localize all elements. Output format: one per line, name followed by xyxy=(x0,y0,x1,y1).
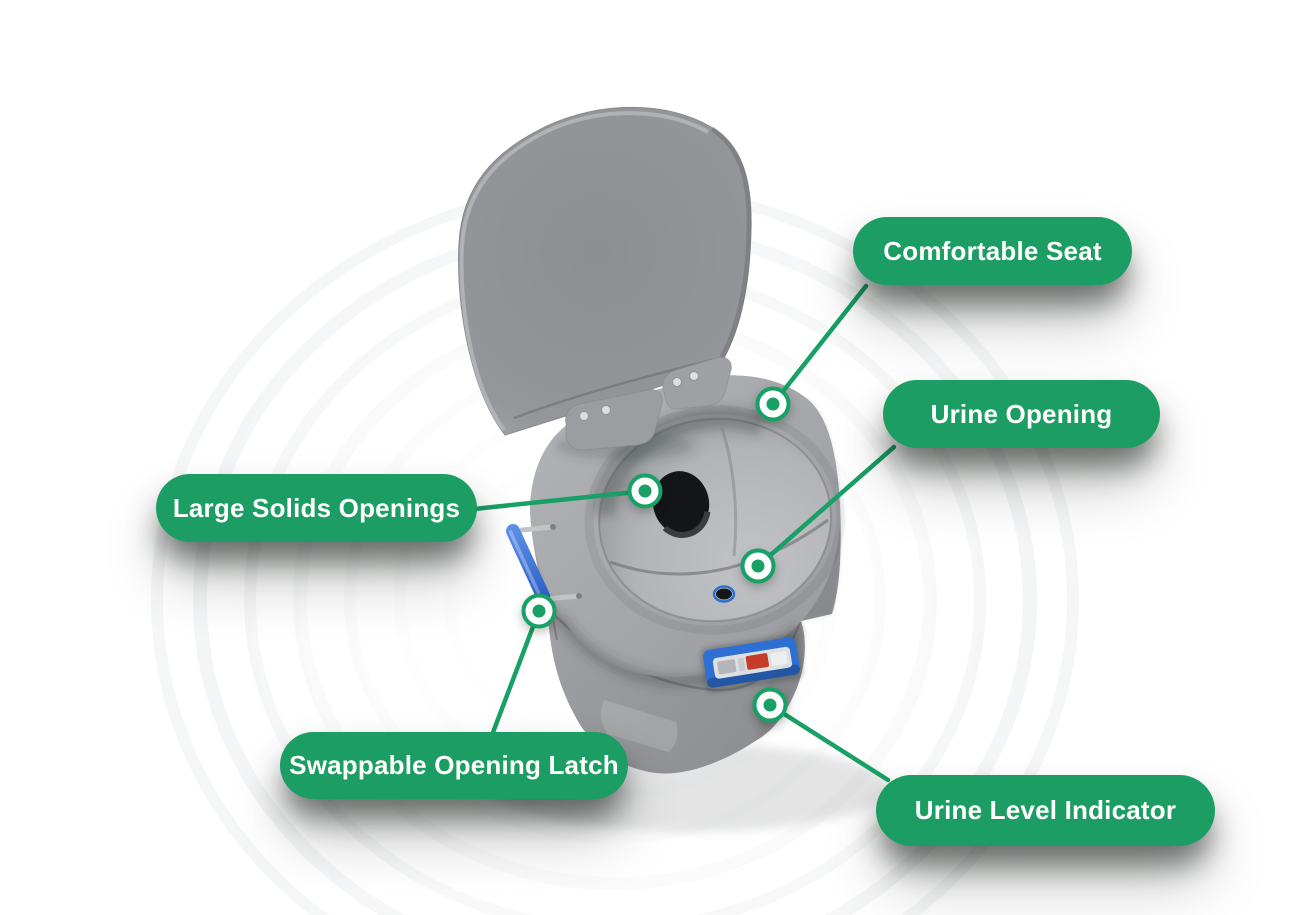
feature-marker-large-solids-openings xyxy=(627,473,663,509)
feature-label-urine-opening: Urine Opening xyxy=(883,380,1160,448)
marker-dot-icon xyxy=(751,559,765,573)
feature-label-comfortable-seat: Comfortable Seat xyxy=(853,217,1132,285)
feature-marker-swappable-opening-latch xyxy=(521,593,557,629)
marker-dot-icon xyxy=(766,397,780,411)
urine-opening-hole xyxy=(712,585,736,603)
feature-label-swappable-opening-latch: Swappable Opening Latch xyxy=(280,732,628,799)
feature-label-large-solids-openings: Large Solids Openings xyxy=(156,474,477,542)
feature-marker-urine-level-indicator xyxy=(752,687,788,723)
toilet-lid xyxy=(458,106,752,436)
feature-label-urine-level-indicator: Urine Level Indicator xyxy=(876,775,1215,846)
marker-dot-icon xyxy=(638,484,652,498)
level-indicator xyxy=(699,634,804,693)
feature-marker-urine-opening xyxy=(740,548,776,584)
marker-dot-icon xyxy=(763,698,777,712)
feature-marker-comfortable-seat xyxy=(755,386,791,422)
lid-hinges xyxy=(555,356,732,460)
solids-opening-hole xyxy=(652,471,711,538)
opening-latch xyxy=(506,524,582,603)
marker-dot-icon xyxy=(532,604,546,618)
